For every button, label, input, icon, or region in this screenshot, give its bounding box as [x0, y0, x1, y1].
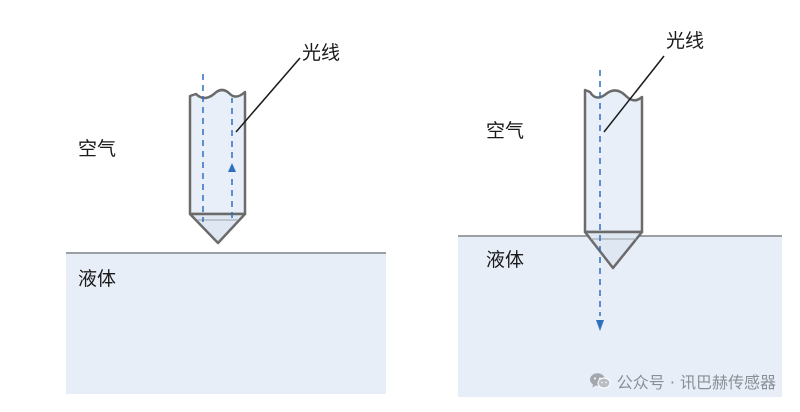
right-ray-label: 光线 — [666, 30, 705, 52]
right-panel — [458, 55, 782, 397]
watermark: 公众号 · 讯巴赫传感器 — [589, 369, 776, 393]
right-liquid-region — [458, 237, 782, 397]
right-liquid-label: 液体 — [486, 249, 525, 271]
left-air-label: 空气 — [78, 138, 117, 160]
left-ray-leader — [235, 57, 301, 133]
right-air-label: 空气 — [486, 120, 525, 142]
right-probe — [583, 88, 644, 270]
left-probe-tip — [188, 212, 247, 245]
left-ray-up-arrow — [228, 163, 236, 172]
left-ray-label: 光线 — [302, 42, 341, 64]
left-panel — [66, 57, 386, 394]
left-liquid-region — [66, 254, 386, 394]
right-probe-body — [583, 88, 644, 234]
right-ray-arrow — [596, 320, 604, 331]
left-liquid-label: 液体 — [78, 268, 117, 290]
left-probe-body — [188, 88, 247, 216]
left-probe — [188, 88, 247, 245]
right-probe-tip — [583, 230, 644, 270]
watermark-text: 公众号 · 讯巴赫传感器 — [616, 373, 776, 392]
wechat-icon — [589, 373, 611, 389]
right-ray-leader — [603, 55, 665, 133]
